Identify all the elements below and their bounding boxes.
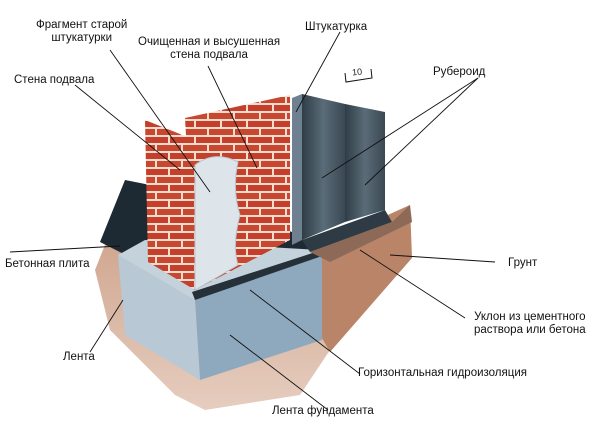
roofing-felt-panel-1: [302, 94, 345, 240]
plaster-layer: [292, 94, 302, 245]
label-old-plaster: Фрагмент старой штукатурки: [36, 19, 128, 44]
label-concrete-slab: Бетонная плита: [5, 258, 90, 270]
cement-slope: [310, 205, 412, 262]
label-roofing-felt: Рубероид: [433, 66, 486, 78]
foundation-front: [195, 252, 322, 380]
label-soil: Грунт: [508, 257, 538, 269]
roofing-felt-panel-2: [345, 104, 385, 222]
label-horizontal-waterproofing: Горизонтальная гидроизоляция: [358, 367, 527, 379]
scale-tick: [344, 68, 373, 83]
leader-lines: [9, 31, 496, 411]
felt-overlap: [302, 210, 392, 252]
horizontal-waterproofing-line: [192, 250, 322, 300]
label-plaster: Штукатурка: [305, 21, 368, 33]
old-plaster-fragment: [194, 156, 241, 291]
label-basement-wall: Стена подвала: [14, 74, 95, 86]
label-cleaned-wall: Очищенная и высушенная стена подвала: [138, 36, 281, 61]
foundation-side: [118, 255, 200, 380]
soil-right: [300, 205, 412, 352]
brick-wall-left: [145, 120, 195, 290]
label-slope: Уклон из цементного раствора или бетона: [474, 311, 586, 336]
label-strip: Лента: [63, 351, 95, 363]
scale-mark: 10: [351, 66, 363, 78]
label-foundation-strip: Лента фундамента: [272, 405, 374, 417]
